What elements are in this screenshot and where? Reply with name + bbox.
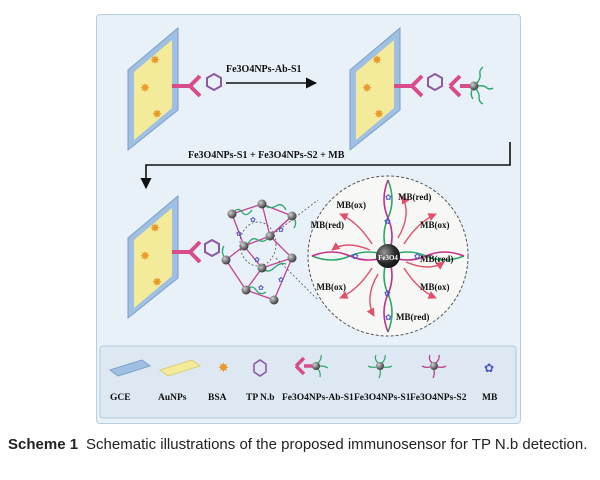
electrode-step3: ✸ ✸ ✸ bbox=[128, 196, 219, 318]
svg-text:✿: ✿ bbox=[385, 313, 392, 322]
legend-label-gce: GCE bbox=[110, 393, 131, 403]
tpnb-hexagon-icon bbox=[207, 74, 221, 90]
mb-label: MB(ox) bbox=[420, 220, 450, 230]
bsa-star-icon: ✸ bbox=[150, 53, 160, 67]
mb-label: MB(ox) bbox=[317, 282, 347, 292]
caption-label: Scheme 1 bbox=[8, 436, 78, 453]
legend-label-fe3o4-s2: Fe3O4NPs-S2 bbox=[410, 393, 467, 403]
svg-text:✿: ✿ bbox=[352, 252, 359, 261]
step1-arrow: Fe3O4NPs-Ab-S1 bbox=[226, 64, 316, 83]
legend-label-mb: MB bbox=[482, 393, 498, 403]
svg-text:✿: ✿ bbox=[384, 217, 391, 226]
scheme-diagram: ✸ ✸ ✸ Fe3O4NPs-Ab-S1 ✸ ✸ ✸ bbox=[0, 0, 600, 432]
svg-text:✸: ✸ bbox=[372, 53, 382, 67]
step1-label: Fe3O4NPs-Ab-S1 bbox=[226, 64, 302, 75]
mb-label: MB(red) bbox=[396, 312, 429, 322]
svg-text:✸: ✸ bbox=[140, 249, 150, 263]
svg-text:✸: ✸ bbox=[374, 107, 384, 121]
svg-text:✿: ✿ bbox=[278, 226, 284, 234]
svg-text:✸: ✸ bbox=[362, 81, 372, 95]
step2-label: Fe3O4NPs-S1 + Fe3O4NPs-S2 + MB bbox=[188, 150, 345, 161]
svg-text:✿: ✿ bbox=[254, 256, 260, 264]
legend: ✸ bbox=[100, 346, 516, 418]
mb-flower-icon: ✿ bbox=[484, 361, 494, 375]
svg-text:✿: ✿ bbox=[278, 276, 284, 284]
caption-text: Schematic illustrations of the proposed … bbox=[86, 436, 587, 453]
nanoparticle-network: ✿✿✿ ✿✿✿ bbox=[222, 200, 297, 305]
svg-text:✸: ✸ bbox=[152, 275, 162, 289]
mb-label: MB(red) bbox=[311, 220, 344, 230]
mb-label: MB(red) bbox=[398, 192, 431, 202]
figure-caption: Scheme 1 Schematic illustrations of the p… bbox=[8, 434, 594, 455]
step2-arrow: Fe3O4NPs-S1 + Fe3O4NPs-S2 + MB bbox=[146, 142, 510, 188]
mb-redox-inset: ✿✿ ✿✿ ✿✿ Fe3O4 MB(ox) MB(red) MB(ox) MB(… bbox=[308, 176, 468, 336]
legend-label-fe3o4-ab-s1: Fe3O4NPs-Ab-S1 bbox=[282, 393, 354, 403]
svg-text:✿: ✿ bbox=[385, 193, 392, 202]
electrode-step1: ✸ ✸ ✸ bbox=[128, 28, 200, 150]
legend-label-fe3o4-s1: Fe3O4NPs-S1 bbox=[354, 393, 411, 403]
mb-label: MB(red) bbox=[420, 254, 453, 264]
svg-text:✿: ✿ bbox=[384, 289, 391, 298]
legend-label-aunps: AuNPs bbox=[158, 393, 187, 403]
bsa-star-icon: ✸ bbox=[152, 107, 162, 121]
svg-text:✿: ✿ bbox=[258, 284, 264, 292]
mb-label: MB(ox) bbox=[420, 282, 450, 292]
legend-label-tpnb: TP N.b bbox=[246, 393, 275, 403]
core-label: Fe3O4 bbox=[378, 254, 398, 262]
bsa-star-icon: ✸ bbox=[218, 360, 229, 375]
electrode-step2: ✸ ✸ ✸ bbox=[350, 28, 493, 150]
legend-label-bsa: BSA bbox=[208, 393, 227, 403]
bsa-star-icon: ✸ bbox=[140, 81, 150, 95]
mb-label: MB(ox) bbox=[337, 200, 367, 210]
svg-text:✸: ✸ bbox=[150, 221, 160, 235]
